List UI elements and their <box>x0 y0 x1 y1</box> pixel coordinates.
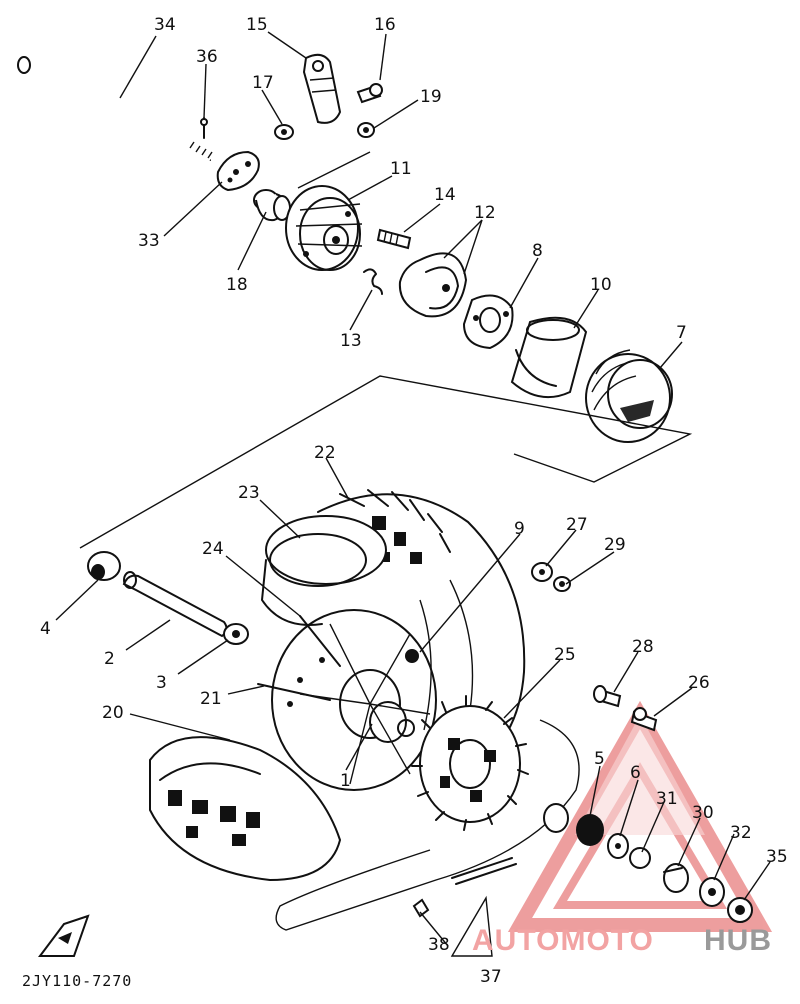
callout-5: 5 <box>594 749 605 769</box>
bearing-3 <box>223 623 249 645</box>
callout-14: 14 <box>434 185 456 205</box>
cover-10 <box>510 316 588 399</box>
callout-9: 9 <box>514 519 525 539</box>
master-link-38 <box>412 898 430 918</box>
bearing-retainer-8 <box>462 294 514 350</box>
callout-36: 36 <box>196 47 218 67</box>
bolt-14 <box>376 228 412 250</box>
bolt-16 <box>356 83 383 104</box>
nut-19 <box>357 122 375 138</box>
watermark-text-part1: AUTOMOTO <box>472 924 654 957</box>
callout-15: 15 <box>246 15 268 35</box>
watermark-text-part2: HUB <box>704 924 772 957</box>
callout-20: 20 <box>102 703 124 723</box>
callout-13: 13 <box>340 331 362 351</box>
callout-38: 38 <box>428 935 450 955</box>
callout-21: 21 <box>200 689 222 709</box>
callout-3: 3 <box>156 673 167 693</box>
spacer-24 <box>299 615 341 667</box>
spring-13 <box>363 268 383 295</box>
watermark-text: AUTOMOTO HUB <box>472 924 772 957</box>
washer-29 <box>553 576 571 592</box>
callout-7: 7 <box>676 323 687 343</box>
callout-16: 16 <box>374 15 396 35</box>
brake-shoes-12 <box>398 252 468 318</box>
axle-34 <box>17 56 213 162</box>
callout-32: 32 <box>730 823 752 843</box>
callout-6: 6 <box>630 763 641 783</box>
adjuster-32 <box>699 877 725 907</box>
bolt-28 <box>593 685 622 708</box>
callout-33: 33 <box>138 231 160 251</box>
callout-8: 8 <box>532 241 543 261</box>
callout-25: 25 <box>554 645 576 665</box>
spoke-21 <box>257 683 331 701</box>
callout-24: 24 <box>202 539 224 559</box>
callout-18: 18 <box>226 275 248 295</box>
collar-30 <box>663 863 689 893</box>
bearing-4 <box>87 551 121 581</box>
callout-12: 12 <box>474 203 496 223</box>
spacer-2 <box>122 571 228 638</box>
callout-4: 4 <box>40 619 51 639</box>
callout-2: 2 <box>104 649 115 669</box>
adjuster-plate-33 <box>216 150 260 192</box>
callout-10: 10 <box>590 275 612 295</box>
callout-35: 35 <box>766 847 788 867</box>
nut-17 <box>274 124 294 140</box>
callout-22: 22 <box>314 443 336 463</box>
collar-5 <box>543 803 604 846</box>
callout-37: 37 <box>480 967 502 987</box>
callout-labels: 34 36 15 16 17 19 11 33 18 14 12 13 8 10… <box>40 15 788 987</box>
washer-6 <box>607 833 629 859</box>
callout-34: 34 <box>154 15 176 35</box>
nut-31 <box>629 847 651 869</box>
callout-30: 30 <box>692 803 714 823</box>
cotter-pin-36 <box>200 117 208 139</box>
bolt-26 <box>630 707 658 732</box>
callout-31: 31 <box>656 789 678 809</box>
callout-26: 26 <box>688 673 710 693</box>
tube-23 <box>261 515 387 626</box>
callout-27: 27 <box>566 515 588 535</box>
sprocket-25 <box>411 695 529 831</box>
nut-27 <box>531 562 553 582</box>
callout-11: 11 <box>390 159 412 179</box>
rim-band-20-and-tire-front <box>149 736 342 882</box>
brake-drum-7 <box>585 349 673 443</box>
wheel-hub-1 <box>271 609 437 791</box>
collar-18 <box>253 189 291 222</box>
diagram-code: 2JY110-7270 <box>22 972 132 990</box>
brake-shoe-plate-11 <box>285 185 363 271</box>
callout-29: 29 <box>604 535 626 555</box>
callout-1: 1 <box>340 771 351 791</box>
drive-chain-37 <box>275 719 580 931</box>
front-direction-icon <box>38 914 90 957</box>
camshaft-lever-15 <box>302 53 342 124</box>
leader-lines <box>55 31 771 957</box>
callout-23: 23 <box>238 483 260 503</box>
callout-28: 28 <box>632 637 654 657</box>
callout-17: 17 <box>252 73 274 93</box>
nut-35 <box>727 897 753 923</box>
callout-19: 19 <box>420 87 442 107</box>
